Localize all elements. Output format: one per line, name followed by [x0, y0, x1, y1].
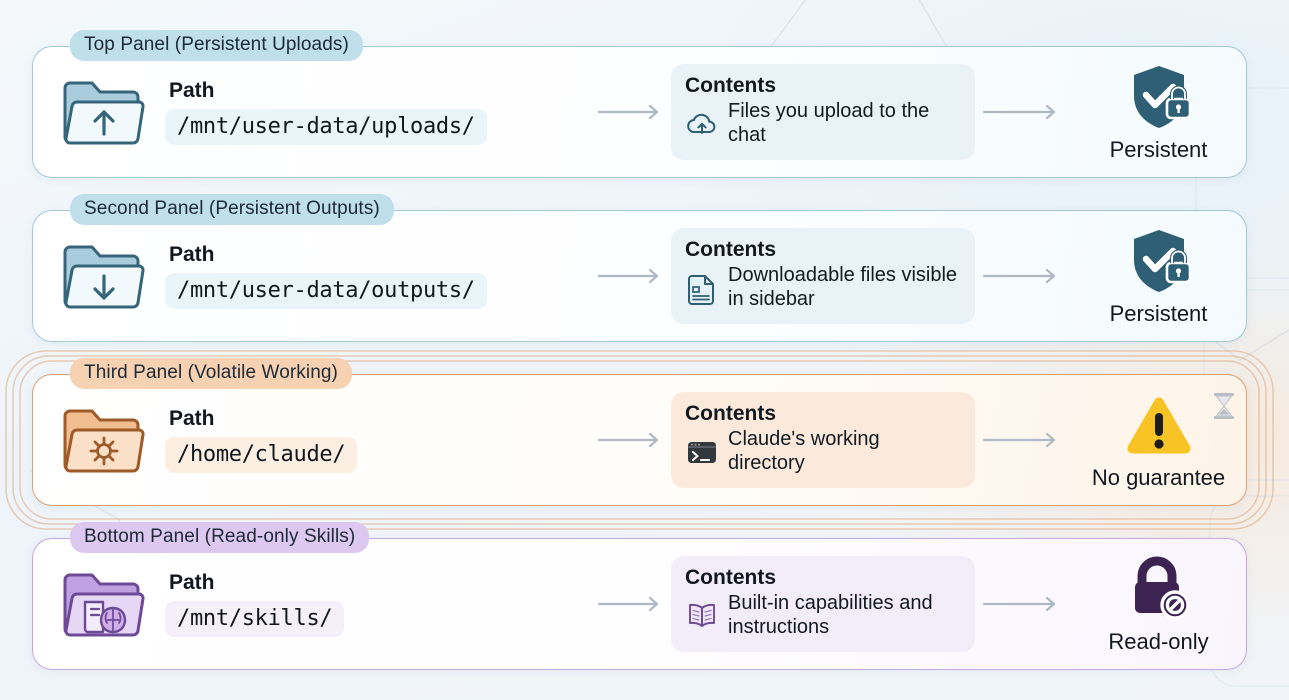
path-value[interactable]: /mnt/user-data/uploads/	[165, 109, 487, 145]
path-column: Path /mnt/user-data/uploads/	[33, 74, 593, 150]
status-label: Persistent	[1109, 137, 1208, 162]
lock-forbidden-icon	[1134, 556, 1190, 620]
contents-title: Contents	[685, 566, 776, 590]
panel-third-panel[interactable]: Third Panel (Volatile Working) Path /hom…	[5, 350, 1274, 530]
arrow-contents-to-status	[975, 432, 1071, 448]
folder-gear-icon	[63, 409, 145, 473]
status-block: Read-only	[1071, 553, 1246, 655]
folder-download-icon	[63, 245, 145, 309]
contents-title: Contents	[685, 238, 776, 262]
path-title: Path	[169, 407, 215, 430]
contents-text: Downloadable files visible in sidebar	[728, 264, 958, 310]
panel-label-third-panel: Third Panel (Volatile Working)	[70, 358, 352, 389]
contents-title: Contents	[685, 402, 776, 426]
path-title: Path	[169, 243, 215, 266]
contents-box: Contents Built-in capabilities and instr…	[671, 556, 975, 652]
path-value[interactable]: /mnt/user-data/outputs/	[165, 273, 487, 309]
path-title: Path	[169, 79, 215, 102]
warning-triangle-icon	[1126, 397, 1191, 454]
panel-label-bottom-panel: Bottom Panel (Read-only Skills)	[70, 522, 370, 553]
status-block: Persistent	[1071, 225, 1246, 327]
contents-text: Claude's working directory	[728, 428, 880, 474]
arrow-path-to-contents	[593, 432, 671, 448]
status-label: Persistent	[1109, 301, 1208, 326]
folder-skills-brain-icon	[63, 573, 145, 637]
terminal-icon	[688, 442, 716, 463]
path-title: Path	[169, 571, 215, 594]
arrow-contents-to-status	[975, 104, 1071, 120]
contents-box: Contents Files you upload to the chat	[671, 64, 975, 160]
hourglass-icon	[1214, 393, 1234, 419]
contents-box: Contents Downloadable files visible in s…	[671, 228, 975, 324]
folder-upload-icon	[63, 81, 145, 145]
status-label: Read-only	[1108, 629, 1209, 654]
shield-check-lock-icon	[1133, 66, 1191, 128]
document-file-icon	[688, 275, 714, 305]
panel-second-panel[interactable]: Second Panel (Persistent Outputs) Path /…	[32, 194, 1247, 342]
contents-box: Contents Claude's working directory	[671, 392, 975, 488]
arrow-contents-to-status	[975, 268, 1071, 284]
panel-label-top-panel: Top Panel (Persistent Uploads)	[70, 30, 363, 61]
status-block: Persistent	[1071, 61, 1246, 163]
shield-check-lock-icon	[1133, 230, 1191, 292]
arrow-path-to-contents	[593, 104, 671, 120]
path-column: Path /mnt/skills/	[33, 566, 593, 642]
arrow-contents-to-status	[975, 596, 1071, 612]
open-book-icon	[689, 603, 715, 627]
panel-top-panel[interactable]: Top Panel (Persistent Uploads) Path /mnt…	[32, 30, 1247, 178]
cloud-upload-icon	[687, 113, 716, 134]
path-column: Path /home/claude/	[33, 402, 593, 478]
arrow-path-to-contents	[593, 268, 671, 284]
contents-title: Contents	[685, 74, 776, 98]
path-value[interactable]: /home/claude/	[165, 437, 358, 473]
contents-text: Built-in capabilities and instructions	[728, 592, 933, 638]
path-column: Path /mnt/user-data/outputs/	[33, 238, 593, 314]
panel-bottom-panel[interactable]: Bottom Panel (Read-only Skills) Path /mn…	[32, 522, 1247, 670]
status-block: No guarantee	[1071, 389, 1246, 491]
arrow-path-to-contents	[593, 596, 671, 612]
path-value[interactable]: /mnt/skills/	[165, 601, 345, 637]
contents-text: Files you upload to the chat	[728, 100, 930, 146]
status-label: No guarantee	[1091, 465, 1226, 490]
panel-label-second-panel: Second Panel (Persistent Outputs)	[70, 194, 394, 225]
